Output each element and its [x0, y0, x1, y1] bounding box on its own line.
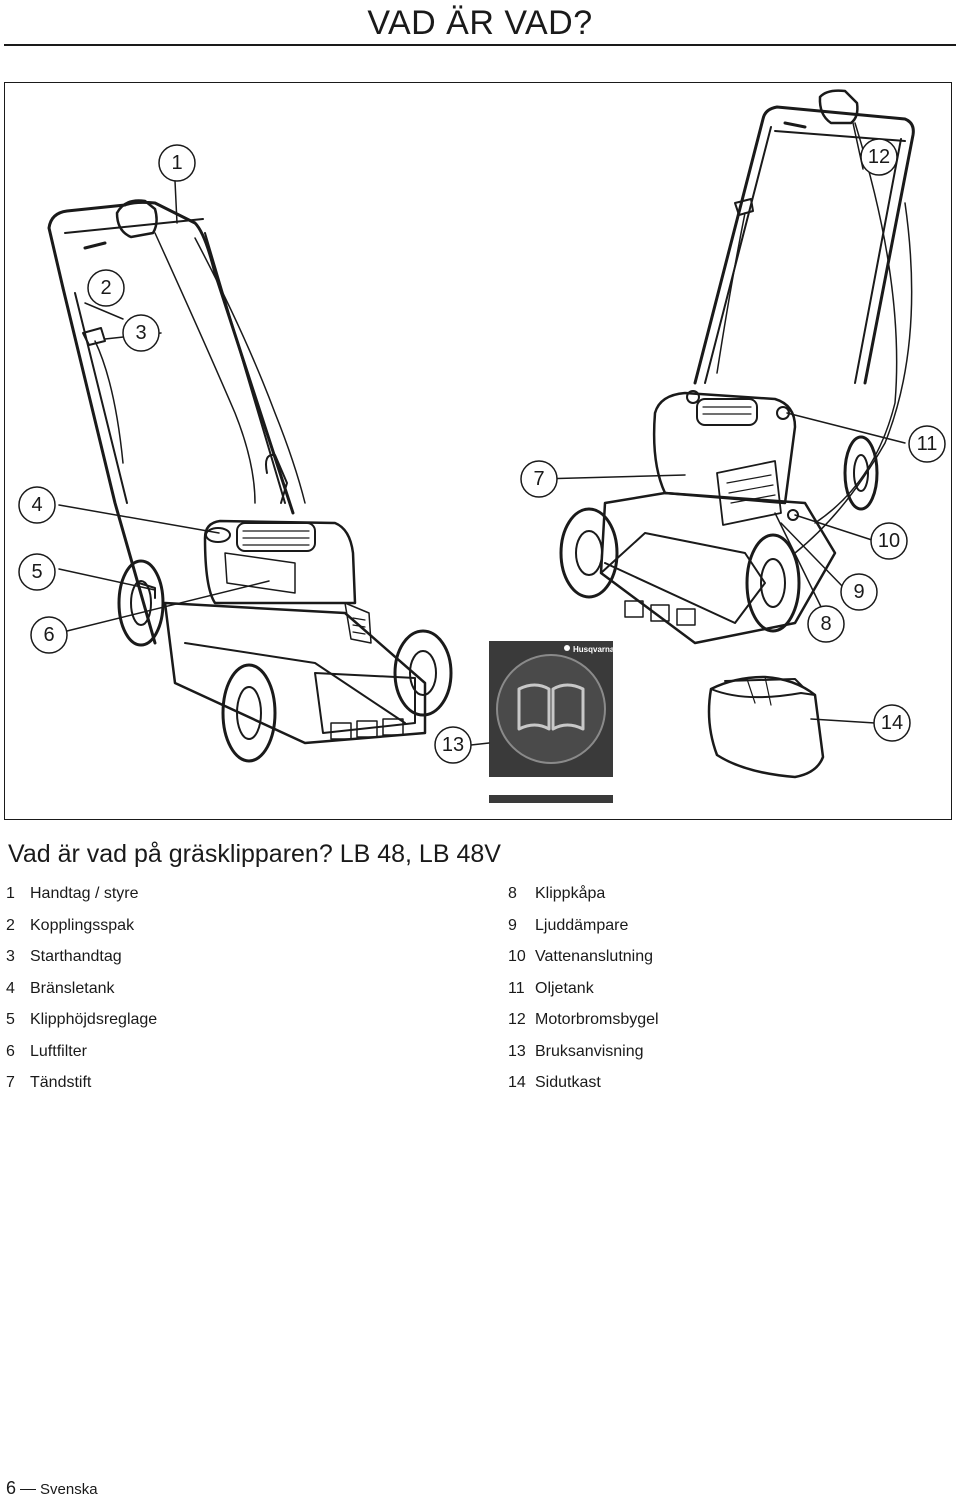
callout-5: [18, 553, 56, 591]
callout-label: 14: [881, 712, 903, 734]
part-label: Ljuddämpare: [535, 916, 629, 934]
list-item: 12 Motorbromsbygel: [508, 1008, 659, 1040]
callout-label: 3: [135, 322, 146, 344]
list-item: 9 Ljuddämpare: [508, 914, 659, 946]
page-number: 6: [6, 1478, 17, 1498]
side-discharge-drawing: [707, 675, 825, 779]
part-label: Bruksanvisning: [535, 1042, 644, 1060]
list-item: 11 Oljetank: [508, 977, 659, 1009]
page-title: VAD ÄR VAD?: [367, 4, 593, 42]
list-item: 1 Handtag / styre: [6, 882, 157, 914]
part-label: Sidutkast: [535, 1074, 601, 1091]
list-item: 10 Vattenanslutning: [508, 945, 659, 977]
list-item: 3 Starthandtag: [6, 945, 157, 977]
callout-label: 4: [31, 494, 42, 516]
part-number: 6: [6, 1042, 15, 1060]
callout-label: 5: [31, 561, 42, 583]
callout-label: 11: [917, 433, 938, 455]
callout-labels: 1 2 3 4 5 6 7 8 9 10 11 12 13 14: [31, 146, 937, 756]
part-label: Klippkåpa: [535, 885, 606, 902]
part-number: 5: [6, 1011, 15, 1028]
callout-3: [122, 314, 160, 352]
callout-label: 10: [878, 530, 900, 552]
callout-14: [873, 704, 911, 742]
callout-label: 7: [533, 468, 544, 490]
part-number: 8: [508, 885, 517, 902]
parts-list-left: 1 Handtag / styre 2 Kopplingsspak 3 Startha…: [6, 882, 157, 1103]
list-item: 4 Bränsletank: [6, 977, 157, 1009]
callout-label: 2: [100, 277, 111, 299]
part-number: 7: [6, 1074, 15, 1091]
callout-label: 13: [442, 734, 464, 756]
left-mower-drawing: [47, 199, 453, 763]
callout-1: [158, 144, 196, 182]
part-number: 9: [508, 916, 517, 934]
title-divider: [4, 44, 956, 46]
callout-circles: [18, 138, 946, 764]
callout-label: 6: [43, 624, 54, 646]
footer-language: Svenska: [40, 1481, 98, 1498]
part-number: 11: [508, 979, 525, 997]
manual-book-drawing: Husqvarna: [489, 641, 615, 803]
part-label: Klipphöjdsreglage: [30, 1011, 158, 1028]
callout-8: [807, 605, 845, 643]
part-label: Bränsletank: [30, 979, 115, 997]
part-label: Vattenanslutning: [535, 948, 654, 965]
list-item: 2 Kopplingsspak: [6, 914, 157, 946]
part-label: Motorbromsbygel: [535, 1011, 659, 1028]
callout-10: [870, 522, 908, 560]
lawnmower-figure: Husqvarna: [4, 82, 952, 820]
right-mower-drawing: [559, 89, 915, 645]
part-label: Kopplingsspak: [30, 916, 135, 934]
part-label: Luftfilter: [30, 1042, 87, 1060]
callout-4: [18, 486, 56, 524]
part-number: 4: [6, 979, 15, 997]
callout-2: [87, 269, 125, 307]
callout-label: 1: [171, 152, 182, 174]
page-footer: 6 Svenska: [6, 1478, 98, 1499]
list-item: 13 Bruksanvisning: [508, 1040, 659, 1072]
callout-7: [520, 460, 558, 498]
part-number: 1: [6, 885, 15, 902]
part-number: 3: [6, 948, 15, 965]
part-label: Tändstift: [30, 1074, 92, 1091]
callout-12: [860, 138, 898, 176]
list-item: 7 Tändstift: [6, 1071, 157, 1103]
lawnmower-illustration: Husqvarna: [18, 89, 946, 803]
part-number: 13: [508, 1042, 526, 1060]
part-number: 10: [508, 948, 526, 965]
callout-6: [30, 616, 68, 654]
callout-9: [840, 573, 878, 611]
parts-list-right: 8 Klippkåpa 9 Ljuddämpare 10 Vattenanslutni…: [508, 882, 659, 1103]
part-label: Starthandtag: [30, 948, 122, 965]
list-item: 6 Luftfilter: [6, 1040, 157, 1072]
part-number: 12: [508, 1011, 526, 1028]
footer-dash: [20, 1489, 37, 1491]
manual-brand-text: Husqvarna: [573, 645, 615, 654]
part-label: Handtag / styre: [30, 885, 139, 902]
callout-leader-lines: [58, 122, 906, 746]
part-number: 14: [508, 1074, 526, 1091]
callout-label: 12: [868, 146, 890, 168]
list-item: 8 Klippkåpa: [508, 882, 659, 914]
list-item: 5 Klipphöjdsreglage: [6, 1008, 157, 1040]
part-label: Oljetank: [535, 979, 594, 997]
callout-11: [908, 425, 946, 463]
callout-label: 8: [820, 613, 831, 635]
list-item: 14 Sidutkast: [508, 1071, 659, 1103]
section-heading: Vad är vad på gräsklipparen? LB 48, LB 4…: [8, 840, 501, 868]
callout-13: [434, 726, 472, 764]
part-number: 2: [6, 916, 15, 934]
callout-label: 9: [853, 581, 864, 603]
